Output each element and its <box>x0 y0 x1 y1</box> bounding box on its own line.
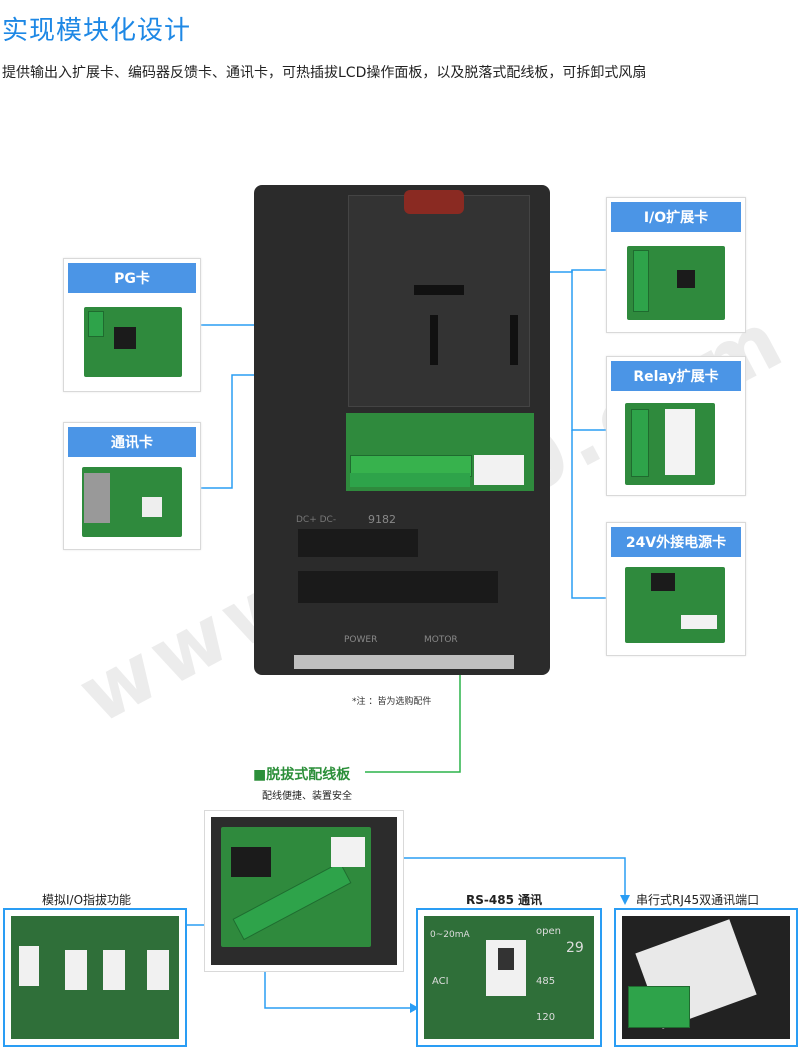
wiring-board-title: ■脱拔式配线板 <box>253 767 351 783</box>
rs485-caption: RS-485 通讯 <box>466 893 543 907</box>
accessory-note: *注 ：皆为选购配件 <box>352 697 432 707</box>
relay-card-image <box>625 403 715 485</box>
motor-label: MOTOR <box>424 635 458 645</box>
card-24v-power: 24V外接电源卡 <box>606 522 746 656</box>
rj45-caption: 串行式RJ45双通讯端口 <box>636 893 760 907</box>
rs485-020ma-label: 0~20mA <box>430 930 470 940</box>
power-card-image <box>625 567 725 643</box>
card-pg: PG卡 <box>63 258 201 392</box>
card-io: I/O扩展卡 <box>606 197 746 333</box>
wiring-board-title-text: 脱拔式配线板 <box>266 767 351 783</box>
slot-connector <box>414 285 464 295</box>
rs485-photo: open 0~20mA ACI 485 120 29 <box>416 908 602 1047</box>
wiring-board-subtitle: 配线便捷、装置安全 <box>262 791 352 802</box>
terminal-label: DC+ DC- <box>296 515 337 525</box>
slot-connector <box>510 315 518 365</box>
analog-io-caption: 模拟I/O指拔功能 <box>42 893 132 907</box>
rs485-aci-label: ACI <box>432 976 449 987</box>
pg-card-image <box>84 307 182 377</box>
mounting-rail <box>294 655 514 669</box>
rs485-120-label: 120 <box>536 1012 556 1023</box>
card-pg-title: PG卡 <box>68 263 196 293</box>
rs485-open-label: open <box>536 926 561 937</box>
card-comm-title: 通讯卡 <box>68 427 196 457</box>
page-title: 实现模块化设计 <box>2 16 192 46</box>
analog-io-photo <box>3 908 187 1047</box>
card-comm: 通讯卡 <box>63 422 201 550</box>
white-connector <box>474 455 524 485</box>
comm-card-image <box>82 467 182 537</box>
power-label: POWER <box>344 635 378 645</box>
drive-unit: DC+ DC- 9182 POWER MOTOR <box>254 185 550 675</box>
rs485-485-label: 485 <box>536 976 556 987</box>
slot-connector <box>430 315 438 365</box>
card-relay-title: Relay扩展卡 <box>611 361 741 391</box>
rs485-29-label: 29 <box>566 940 584 956</box>
drive-inner-panel <box>348 195 530 407</box>
power-terminals-bottom <box>298 571 498 603</box>
io-card-image <box>627 246 725 320</box>
control-terminal-board <box>346 413 534 491</box>
card-io-title: I/O扩展卡 <box>611 202 741 232</box>
card-24v-title: 24V外接电源卡 <box>611 527 741 557</box>
rj45-photo <box>614 908 798 1047</box>
wiring-board-photo <box>204 810 404 972</box>
power-terminals-top <box>298 529 418 557</box>
terminal-block <box>350 473 470 487</box>
terminal-code: 9182 <box>368 513 396 526</box>
page-subtitle: 提供输出入扩展卡、编码器反馈卡、通讯卡，可热插拔LCD操作面板，以及脱落式配线板… <box>2 65 647 81</box>
fan-coil <box>404 190 464 214</box>
card-relay: Relay扩展卡 <box>606 356 746 496</box>
